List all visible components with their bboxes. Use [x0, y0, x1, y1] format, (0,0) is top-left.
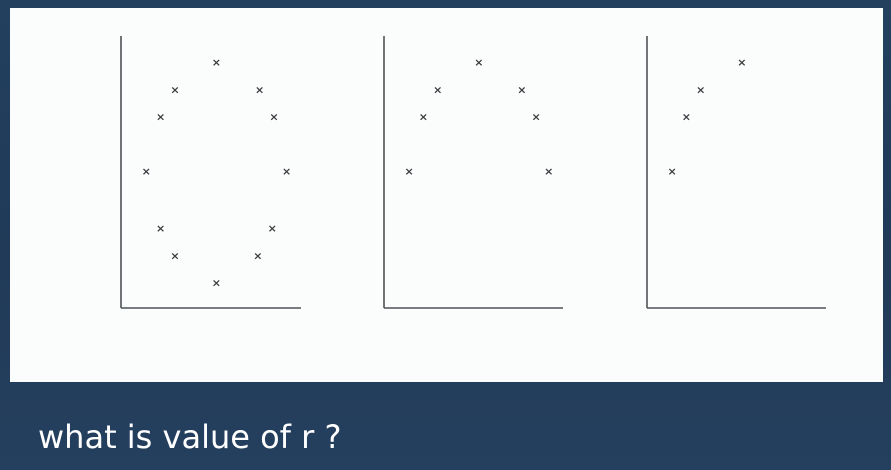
scatter-plot-3: × × × ×	[646, 36, 826, 309]
scatter-point: ×	[433, 83, 442, 96]
scatter-plot-2: × × × × × × ×	[383, 36, 563, 309]
question-caption: what is value of r ?	[38, 418, 342, 456]
scatter-point: ×	[255, 83, 264, 96]
scatter-point: ×	[282, 165, 291, 178]
scatter-point: ×	[404, 165, 413, 178]
scatter-point: ×	[170, 249, 179, 262]
scatter-point: ×	[268, 222, 277, 235]
scatter-point: ×	[212, 56, 221, 69]
scatter-point: ×	[142, 165, 151, 178]
scatter-point: ×	[170, 83, 179, 96]
scatter-point: ×	[269, 111, 278, 124]
scatter-point: ×	[419, 111, 428, 124]
scatter-point: ×	[696, 83, 705, 96]
scatter-plot-1: × × × × × × × × × × × ×	[120, 36, 301, 309]
scatter-point: ×	[253, 249, 262, 262]
scatter-plots-svg: × × × × × × × × × × × × × × × × × × × × × × ×	[120, 36, 826, 309]
scatter-point: ×	[156, 222, 165, 235]
scatter-point: ×	[156, 111, 165, 124]
scatter-point: ×	[474, 56, 483, 69]
scatter-point: ×	[212, 277, 221, 290]
scatter-point: ×	[532, 111, 541, 124]
scatter-point: ×	[667, 165, 676, 178]
scatter-point: ×	[544, 165, 553, 178]
scatter-plots-panel: × × × × × × × × × × × × × × × × × × × × × × ×	[10, 8, 883, 382]
scatter-point: ×	[737, 56, 746, 69]
scatter-point: ×	[682, 111, 691, 124]
scatter-point: ×	[517, 83, 526, 96]
